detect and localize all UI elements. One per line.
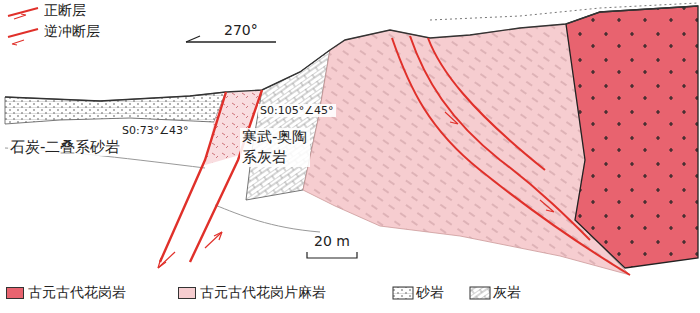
granite-unit [566, 6, 698, 268]
legend-text: 砂岩 [416, 284, 444, 301]
thrust-fault [158, 90, 262, 268]
legend-text: 灰岩 [493, 284, 521, 301]
projected-surface [430, 3, 698, 20]
section-label: 20 m [312, 233, 352, 250]
section-label: S0:105°∠45° [258, 104, 336, 117]
legend-swatch [6, 287, 24, 299]
layer-line [215, 205, 320, 232]
legend-text: 正断层 [44, 2, 86, 19]
scale-bar [307, 252, 357, 258]
section-label: 石炭-二叠系砂岩 [8, 138, 122, 156]
legend-swatch [178, 287, 196, 299]
section-label: 270° [222, 22, 260, 39]
section-label: S0:73°∠43° [120, 124, 191, 137]
legend-text: 古元古代花岗岩 [28, 284, 126, 301]
normal-fault [392, 36, 630, 275]
topography [5, 6, 698, 101]
legend-lime-sample [470, 287, 490, 299]
legend-fault-sample [8, 8, 38, 45]
legend-text: 古元古代花岗片麻岩 [200, 284, 326, 301]
section-label: 寒武-奥陶系灰岩 [240, 128, 310, 167]
sandstone-unit [5, 92, 226, 124]
legend-text: 逆冲断层 [44, 23, 100, 40]
legend-sand-sample [393, 287, 413, 299]
